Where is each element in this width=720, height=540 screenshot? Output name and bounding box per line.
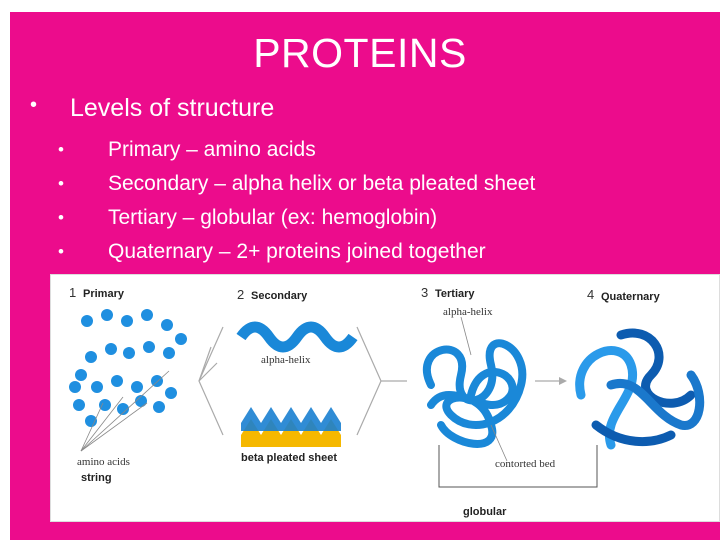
step-number: 3	[421, 285, 428, 300]
amino-acid-bead	[117, 403, 129, 415]
slide-title: PROTEINS	[253, 30, 467, 76]
amino-acid-bead	[163, 347, 175, 359]
globular-bracket	[438, 445, 598, 488]
amino-acid-bead	[69, 381, 81, 393]
amino-acid-bead	[135, 395, 147, 407]
protein-structure-figure: 1 Primary 2 Secondary 3 Tertiary 4 Quate…	[50, 274, 720, 522]
amino-acid-bead-chain	[69, 309, 187, 427]
slide: PROTEINS • Levels of structure • Primary…	[10, 12, 720, 540]
tertiary-globular-structure	[422, 339, 527, 448]
sub-bullet-text: Quaternary – 2+ proteins joined together	[108, 240, 486, 263]
amino-acid-bead	[75, 369, 87, 381]
bracket-arrow-left	[198, 326, 224, 436]
step-number: 1	[69, 285, 76, 300]
sub-bullet-text: Secondary – alpha helix or beta pleated …	[108, 172, 536, 195]
alpha-helix-ribbon	[236, 321, 358, 353]
bullet-dot: •	[58, 174, 64, 193]
arrow-to-quaternary	[535, 377, 567, 385]
bullet-dot: •	[58, 242, 64, 261]
sub-bullet-text: Tertiary – globular (ex: hemoglobin)	[108, 206, 438, 229]
amino-acid-bead	[105, 343, 117, 355]
amino-acid-bead	[111, 375, 123, 387]
amino-acid-bead	[165, 387, 177, 399]
bullet-dot: •	[58, 140, 64, 159]
bullet-dot: •	[30, 94, 38, 116]
amino-acid-bead	[99, 399, 111, 411]
label-globular: globular	[463, 506, 507, 518]
label-beta-pleated-sheet: beta pleated sheet	[241, 452, 337, 464]
amino-acid-bead	[153, 401, 165, 413]
amino-acid-bead	[143, 341, 155, 353]
figure-canvas: 1 Primary 2 Secondary 3 Tertiary 4 Quate…	[69, 285, 705, 518]
tertiary-helix-pointer	[460, 316, 472, 356]
sub-bullet-text: Primary – amino acids	[108, 138, 316, 161]
step-name-primary: Primary	[83, 288, 125, 300]
step-name-quaternary: Quaternary	[601, 291, 661, 303]
amino-acid-bead	[85, 351, 97, 363]
amino-acid-bead	[123, 347, 135, 359]
quaternary-structure	[575, 328, 705, 450]
bullet-dot: •	[58, 208, 64, 227]
amino-acid-bead	[141, 309, 153, 321]
step-number: 2	[237, 287, 244, 302]
amino-acid-bead	[131, 381, 143, 393]
step-number: 4	[587, 287, 594, 302]
contorted-bed-pointer	[490, 424, 508, 462]
amino-acid-bead	[73, 399, 85, 411]
step-name-secondary: Secondary	[251, 290, 308, 302]
amino-acid-bead	[85, 415, 97, 427]
step-name-tertiary: Tertiary	[435, 288, 475, 300]
main-bullet-text: Levels of structure	[70, 94, 275, 122]
bracket-arrow-right	[356, 326, 407, 436]
beta-pleated-sheet	[241, 407, 341, 447]
label-alpha-helix: alpha-helix	[261, 354, 311, 366]
amino-acid-bead	[81, 315, 93, 327]
amino-acid-bead	[121, 315, 133, 327]
label-contorted-bed: contorted bed	[495, 458, 556, 470]
amino-acid-bead	[101, 309, 113, 321]
amino-acid-bead	[175, 333, 187, 345]
amino-acid-bead	[91, 381, 103, 393]
label-string: string	[81, 472, 112, 484]
amino-acid-bead	[161, 319, 173, 331]
label-tertiary-alpha-helix: alpha-helix	[443, 306, 493, 318]
amino-acid-bead	[151, 375, 163, 387]
amino-acid-pointer-lines	[80, 370, 170, 452]
label-amino-acids: amino acids	[77, 456, 130, 468]
